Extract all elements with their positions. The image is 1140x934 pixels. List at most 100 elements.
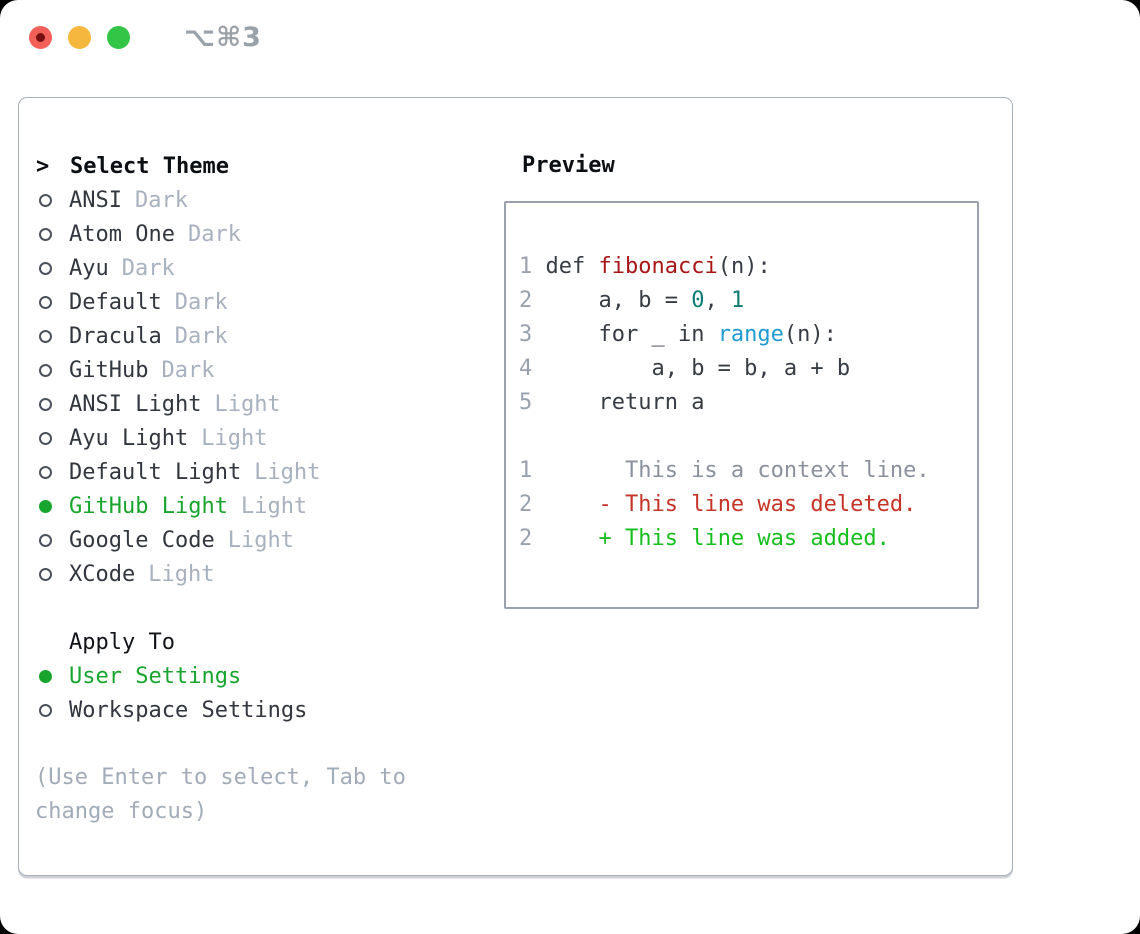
radio-icon <box>39 193 52 207</box>
option-variant-label: Dark <box>121 255 175 281</box>
theme-option[interactable]: GitHub Light Light <box>35 489 505 523</box>
theme-option[interactable]: XCode Light <box>35 557 505 591</box>
radio-icon <box>39 227 52 241</box>
option-variant-label: Light <box>214 391 281 417</box>
theme-option[interactable]: ANSI Light Light <box>35 387 505 421</box>
option-label: GitHub <box>69 357 149 383</box>
token-lineno: 2 <box>519 288 533 313</box>
option-label: User Settings <box>69 663 242 689</box>
token-context: This is a context line. <box>532 458 930 483</box>
option-variant-label: Dark <box>134 187 188 213</box>
option-label: Default <box>69 289 162 315</box>
option-variant-label: Dark <box>174 323 228 349</box>
token-number: 0 <box>691 288 705 313</box>
token-code: (n): <box>717 254 771 279</box>
radio-icon <box>39 567 52 581</box>
option-label: Ayu Light <box>69 425 189 451</box>
token-code: a, b = b, a + b <box>532 356 851 381</box>
theme-option[interactable]: Default Dark <box>35 285 505 319</box>
preview-line: 5 return a <box>519 386 977 420</box>
radio-icon <box>39 703 52 717</box>
prompt-cursor-icon: > <box>36 153 50 179</box>
option-label: Atom One <box>69 221 175 247</box>
token-builtin: range <box>717 322 784 347</box>
option-label: Workspace Settings <box>69 697 308 723</box>
radio-icon <box>39 533 52 547</box>
radio-icon <box>39 363 52 377</box>
theme-option[interactable]: Dracula Dark <box>35 319 505 353</box>
preview-line: 1 This is a context line. <box>519 454 977 488</box>
radio-selected-icon <box>39 499 52 513</box>
preview-line: 3 for _ in range(n): <box>519 318 977 352</box>
token-code: a, b = <box>532 288 692 313</box>
token-number: 1 <box>730 288 745 313</box>
theme-picker-title: Select Theme <box>70 153 229 179</box>
preview-line: 2 - This line was deleted. <box>519 488 977 522</box>
diff-preview: 1 This is a context line.2 - This line w… <box>519 454 977 556</box>
option-variant-label: Light <box>201 425 268 451</box>
theme-option[interactable]: GitHub Dark <box>35 353 505 387</box>
theme-option[interactable]: Ayu Dark <box>35 251 505 285</box>
token-code: def <box>532 254 599 279</box>
preview-line: 1 def fibonacci(n): <box>519 250 977 284</box>
token-lineno: 1 <box>519 254 533 279</box>
radio-icon <box>39 261 52 275</box>
token-code <box>532 526 598 551</box>
token-code: for _ in <box>532 322 718 347</box>
option-variant-label: Light <box>148 561 215 587</box>
token-code: , <box>704 288 731 313</box>
option-variant-label: Dark <box>174 289 228 315</box>
zoom-button[interactable] <box>107 25 130 49</box>
token-lineno: 5 <box>519 390 533 415</box>
option-label: Dracula <box>69 323 162 349</box>
token-code: (n): <box>783 322 837 347</box>
option-label: Google Code <box>69 527 215 553</box>
apply-to-header: Apply To <box>69 629 175 655</box>
token-lineno: 1 <box>519 458 533 483</box>
spacer <box>519 420 977 454</box>
theme-option[interactable]: Google Code Light <box>35 523 505 557</box>
radio-selected-icon <box>39 669 52 683</box>
token-deleted: - This line was deleted. <box>598 492 917 517</box>
token-lineno: 3 <box>519 322 533 347</box>
minimize-button[interactable] <box>68 25 91 49</box>
radio-icon <box>39 431 52 445</box>
apply-to-option[interactable]: Workspace Settings <box>35 693 505 727</box>
option-variant-label: Light <box>254 459 321 485</box>
token-lineno: 2 <box>519 526 533 551</box>
option-variant-label: Light <box>227 527 294 553</box>
preview-line: 4 a, b = b, a + b <box>519 352 977 386</box>
option-label: XCode <box>69 561 136 587</box>
radio-icon <box>39 465 52 479</box>
token-added: + This line was added. <box>598 526 890 551</box>
preview-column: Preview 1 def fibonacci(n):2 a, b = 0, 1… <box>504 149 979 609</box>
token-code: return a <box>532 390 705 415</box>
option-label: GitHub Light <box>69 493 228 519</box>
radio-icon <box>39 397 52 411</box>
window-title: ⌥⌘3 <box>184 21 262 53</box>
option-variant-label: Light <box>240 493 308 519</box>
option-label: Ayu <box>69 255 109 281</box>
preview-line: 2 + This line was added. <box>519 522 977 556</box>
close-dot-icon <box>36 32 45 42</box>
radio-icon <box>39 329 52 343</box>
close-button[interactable] <box>29 25 52 49</box>
option-label: ANSI Light <box>69 391 202 417</box>
radio-icon <box>39 295 52 309</box>
token-lineno: 4 <box>519 356 533 381</box>
theme-picker-header-row: > Select Theme <box>35 149 505 183</box>
option-variant-label: Dark <box>161 357 215 383</box>
theme-option[interactable]: Ayu Light Light <box>35 421 505 455</box>
spacer <box>35 727 505 761</box>
preview-line: 2 a, b = 0, 1 <box>519 284 977 318</box>
apply-to-option[interactable]: User Settings <box>35 659 505 693</box>
